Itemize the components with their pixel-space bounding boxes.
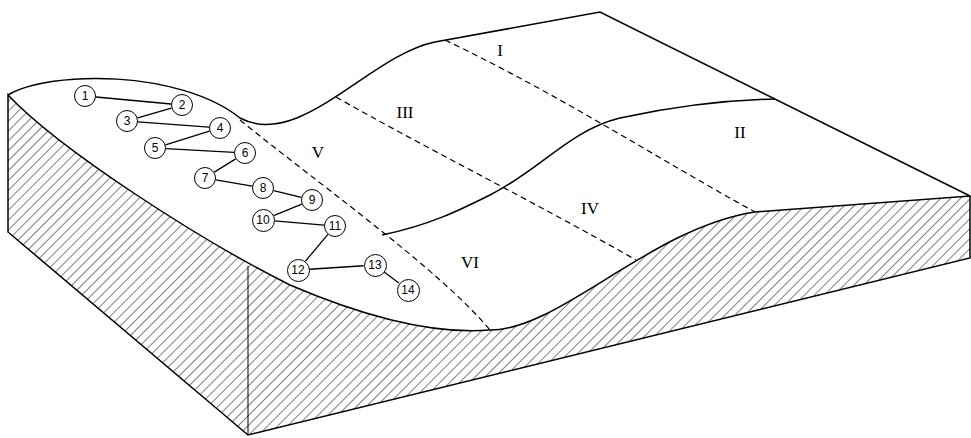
station-number: 2 <box>179 99 186 111</box>
link-line <box>96 97 171 104</box>
station-circle: 11 <box>324 215 346 237</box>
station-number: 9 <box>309 194 316 206</box>
region-label: II <box>734 124 745 141</box>
station-circle: 14 <box>397 279 420 302</box>
station-circle: 1 <box>74 85 96 107</box>
block-edge <box>248 266 249 435</box>
link-line <box>274 221 324 225</box>
station-number: 6 <box>242 147 249 159</box>
station-circle: 9 <box>301 189 323 211</box>
station-circle: 10 <box>252 209 275 232</box>
boundary-dashed <box>240 120 490 330</box>
station-number: 14 <box>401 284 414 296</box>
link-line <box>274 204 302 215</box>
link-line <box>138 122 209 127</box>
station-number: 3 <box>124 115 131 127</box>
hatched-section <box>8 95 970 435</box>
station-number: 1 <box>82 90 89 102</box>
surface-outline <box>8 12 970 196</box>
station-circle: 3 <box>116 110 138 132</box>
link-line <box>305 234 328 261</box>
station-circle: 6 <box>234 142 256 164</box>
region-label: I <box>497 42 503 59</box>
station-number: 12 <box>291 264 304 276</box>
region-label: V <box>312 144 324 161</box>
link-line <box>166 131 210 145</box>
boundary-dashed <box>336 97 636 260</box>
link-line <box>274 191 302 198</box>
boundary-dashed <box>445 40 755 212</box>
station-number: 10 <box>256 214 269 226</box>
link-line <box>214 159 235 172</box>
station-circle: 4 <box>209 117 231 139</box>
station-number: 8 <box>260 182 267 194</box>
station-number: 13 <box>368 259 381 271</box>
station-circle: 13 <box>364 254 387 277</box>
region-label: VI <box>461 254 479 271</box>
station-circle: 7 <box>194 167 216 189</box>
link-line <box>384 272 399 283</box>
station-circle: 5 <box>144 137 166 159</box>
station-circle: 8 <box>252 177 274 199</box>
station-circle: 2 <box>171 94 193 116</box>
station-number: 4 <box>217 122 224 134</box>
station-number: 11 <box>329 220 341 232</box>
hatched-section <box>8 95 970 435</box>
station-number: 7 <box>202 172 209 184</box>
region-label: IV <box>581 200 599 217</box>
boundary-solid <box>382 99 775 235</box>
link-line <box>166 149 234 153</box>
station-circle: 12 <box>287 259 310 282</box>
region-label: III <box>397 104 414 121</box>
link-line <box>216 180 252 186</box>
link-line <box>138 108 172 118</box>
station-number: 5 <box>152 142 159 154</box>
link-line <box>309 266 363 270</box>
